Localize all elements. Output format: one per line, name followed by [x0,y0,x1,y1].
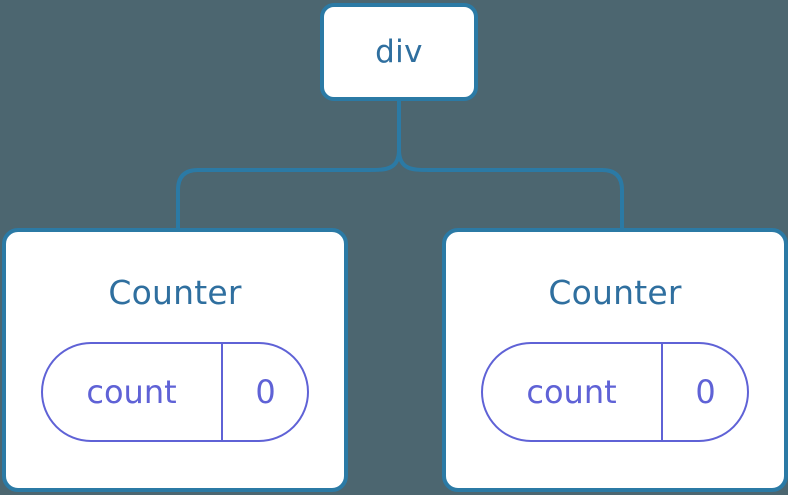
state-pill-right: count 0 [481,342,749,442]
state-key-left: count [86,373,177,411]
node-counter-left-label: Counter [108,273,242,312]
state-pill-left: count 0 [41,342,309,442]
edge-root-to-counter-right [397,149,624,228]
node-div[interactable]: div [320,3,478,101]
state-value-left: 0 [255,373,276,411]
state-pill-left-shape [41,342,309,442]
state-key-right: count [526,373,617,411]
edge-root-to-counter-left [176,149,401,228]
node-div-label: div [375,33,423,70]
state-pill-right-shape [481,342,749,442]
node-counter-left[interactable]: Counter count 0 [2,228,348,492]
node-counter-right[interactable]: Counter count 0 [442,228,788,492]
state-value-right: 0 [695,373,716,411]
node-counter-right-label: Counter [548,273,682,312]
